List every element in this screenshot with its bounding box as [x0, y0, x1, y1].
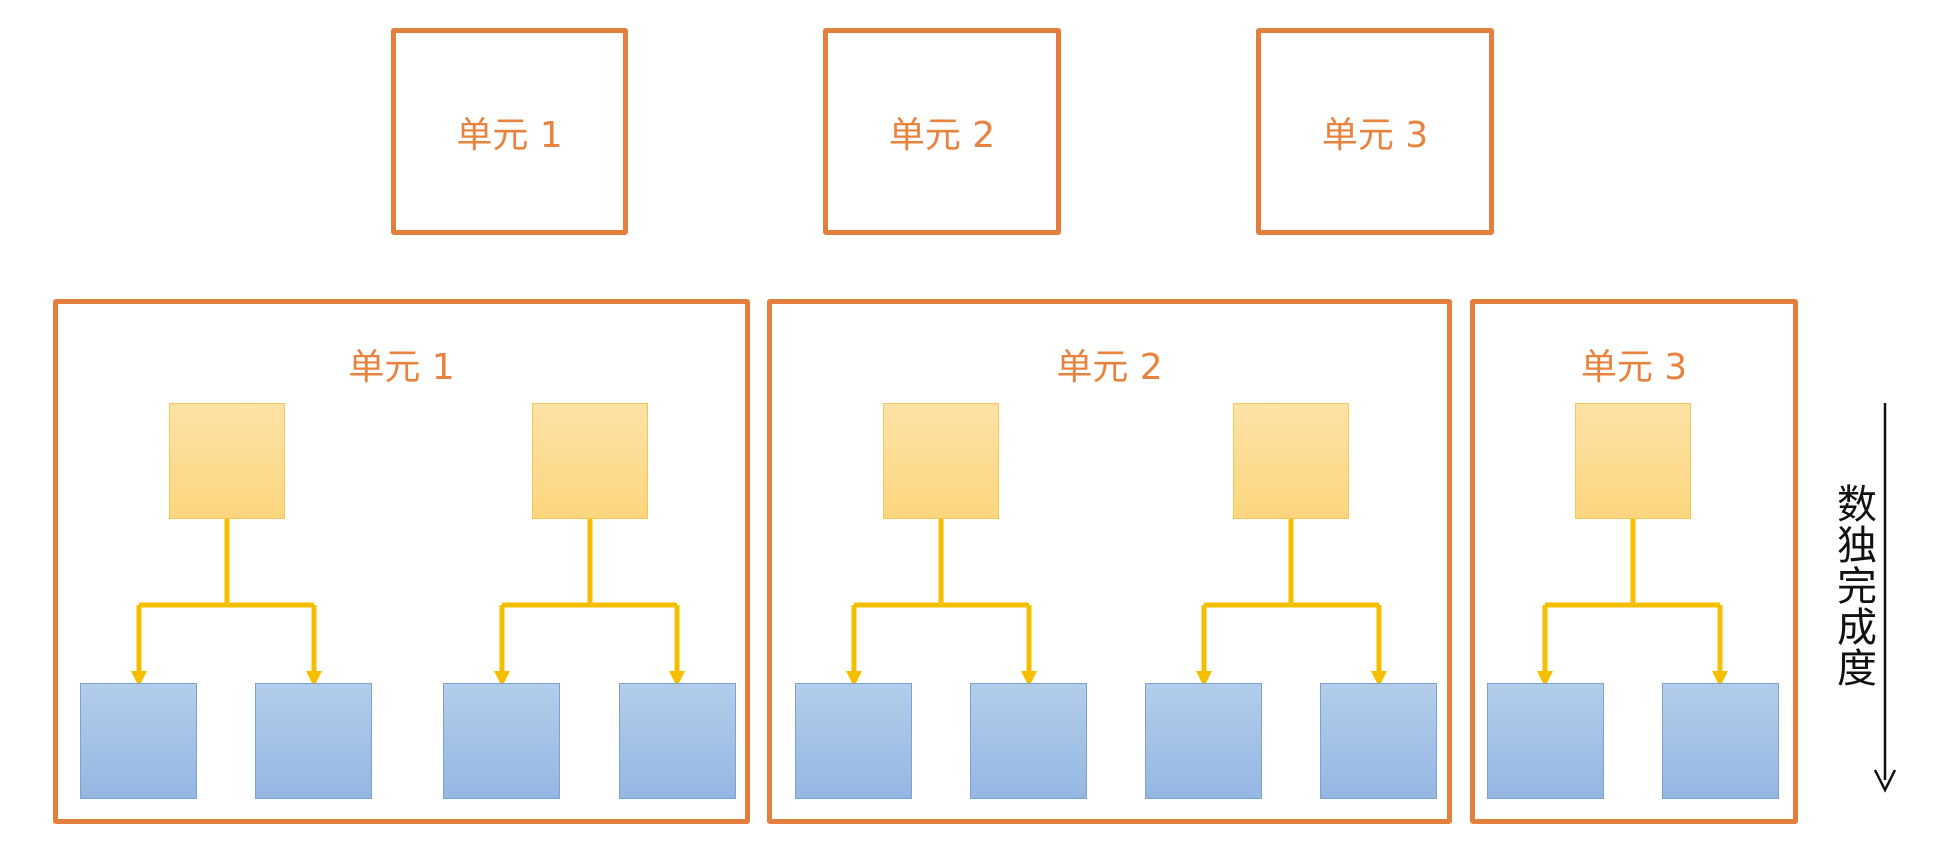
panel-3-title: 单元 3 — [1580, 347, 1688, 388]
top-unit-1: 单元 1 — [391, 28, 628, 235]
panel-3-child-node-1 — [1487, 683, 1604, 799]
top-unit-2: 单元 2 — [823, 28, 1061, 235]
top-unit-3: 单元 3 — [1256, 28, 1494, 235]
panel-2-parent-node-1 — [883, 403, 999, 519]
panel-2-parent-node-2 — [1233, 403, 1349, 519]
panel-1-child-node-3 — [443, 683, 560, 799]
panel-2-title: 单元 2 — [1056, 347, 1163, 388]
panel-1-child-node-4 — [619, 683, 736, 799]
panel-3-child-node-2 — [1662, 683, 1779, 799]
panel-2-child-node-1 — [795, 683, 912, 799]
side-label: 数独完成度 — [1837, 482, 1877, 692]
panel-1-parent-node-1 — [169, 403, 285, 519]
panel-3-parent-node-1 — [1575, 403, 1691, 519]
unit-panel-3: 单元 3 — [1470, 299, 1798, 824]
top-unit-3-label: 单元 3 — [1321, 114, 1429, 156]
top-unit-1-label: 单元 1 — [456, 114, 563, 156]
panel-2-child-node-3 — [1145, 683, 1262, 799]
panel-1-child-node-2 — [255, 683, 372, 799]
panel-1-title: 单元 1 — [348, 347, 455, 388]
panel-2-child-node-4 — [1320, 683, 1437, 799]
unit-panel-2: 单元 2 — [767, 299, 1452, 824]
unit-panel-1: 单元 1 — [53, 299, 750, 824]
panel-1-parent-node-2 — [532, 403, 648, 519]
top-unit-2-label: 单元 2 — [888, 114, 996, 156]
panel-2-child-node-2 — [970, 683, 1087, 799]
panel-1-child-node-1 — [80, 683, 197, 799]
